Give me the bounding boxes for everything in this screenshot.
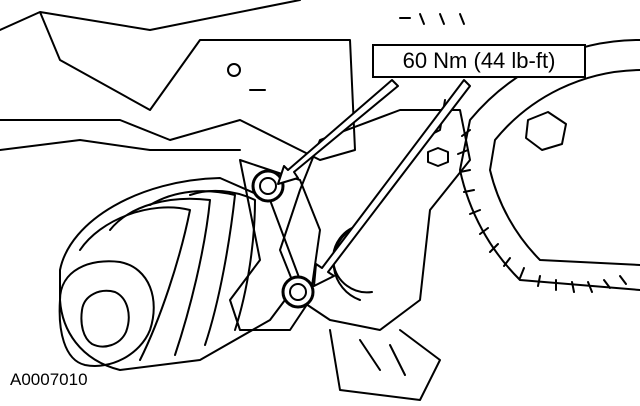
arrow-icon <box>313 79 471 287</box>
upper-bracket-lower-edge <box>0 139 241 151</box>
knuckle-flange <box>229 159 321 331</box>
mount-details <box>359 99 446 376</box>
bolt-icon <box>281 275 315 309</box>
bolt-icon <box>251 169 285 203</box>
top-clip <box>399 13 465 25</box>
housing-bolt-small <box>427 147 449 167</box>
mount-lower <box>329 329 441 401</box>
flywheel-inner <box>489 69 640 266</box>
boot-ring-1 <box>79 206 191 361</box>
flywheel-hub-hex <box>525 111 567 151</box>
boot-ring-3 <box>149 190 236 346</box>
boot-ring-2 <box>109 197 211 356</box>
boot-ring-4 <box>189 189 256 331</box>
bracket-hole-upper <box>227 63 241 77</box>
shaft-end <box>58 260 155 367</box>
shaft-end-inner <box>80 290 130 348</box>
arrow-icon <box>277 79 399 185</box>
torque-callout: 60 Nm (44 lb-ft) <box>372 44 586 78</box>
gear-teeth <box>457 129 627 293</box>
figure-id: A0007010 <box>10 370 88 389</box>
upper-bracket <box>0 0 356 161</box>
